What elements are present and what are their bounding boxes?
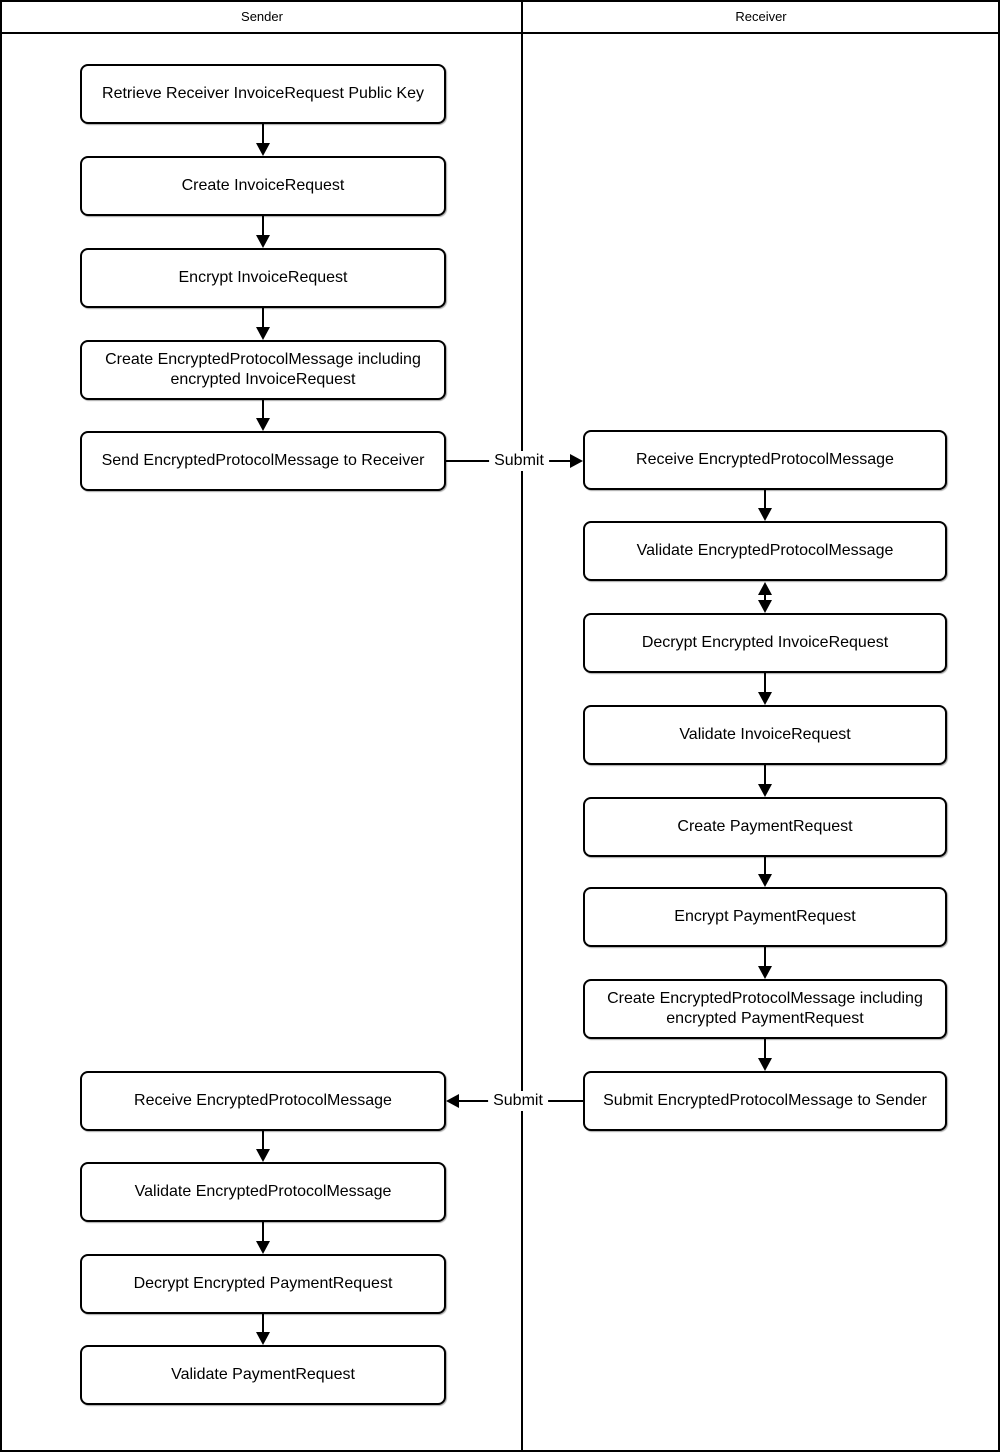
flow-line [262,1131,264,1151]
step-receive-encryptedprotocolmessage: Receive EncryptedProtocolMessage [583,430,947,490]
step-retrieve-receiver-invoicerequest-public-key: Retrieve Receiver InvoiceRequest Public … [80,64,446,124]
flow-line [262,1314,264,1334]
flow-line [262,400,264,420]
flow-line [764,857,766,876]
step-validate-paymentrequest: Validate PaymentRequest [80,1345,446,1405]
arrow-down-icon [758,784,772,797]
step-decrypt-encrypted-invoicerequest: Decrypt Encrypted InvoiceRequest [583,613,947,673]
flow-line [262,216,264,237]
flow-line [764,1039,766,1060]
arrow-up-icon [758,582,772,595]
arrow-down-icon [256,1149,270,1162]
step-label: Validate InvoiceRequest [679,726,851,743]
arrow-down-icon [758,600,772,613]
step-encrypt-paymentrequest: Encrypt PaymentRequest [583,887,947,947]
arrow-down-icon [758,874,772,887]
arrow-down-icon [758,966,772,979]
step-label: Create PaymentRequest [677,818,853,835]
step-label: Encrypt PaymentRequest [674,908,856,925]
arrow-down-icon [758,1058,772,1071]
step-validate-invoicerequest: Validate InvoiceRequest [583,705,947,765]
arrow-down-icon [256,327,270,340]
arrow-down-icon [256,1332,270,1345]
step-label: Validate EncryptedProtocolMessage [134,1183,392,1200]
arrow-down-icon [758,692,772,705]
step-decrypt-encrypted-paymentrequest: Decrypt Encrypted PaymentRequest [80,1254,446,1314]
flow-line [764,490,766,510]
step-label: Retrieve Receiver InvoiceRequest Public … [102,85,424,102]
flow-line [764,673,766,694]
header-divider-line [2,32,998,34]
lane-title-sender: Sender [241,9,283,24]
step-validate-encryptedprotocolmessage: Validate EncryptedProtocolMessage [583,521,947,581]
arrow-right-icon [570,454,583,468]
lane-title-receiver: Receiver [735,9,787,24]
step-submit-encryptedprotocolmessage-to-sender: Submit EncryptedProtocolMessage to Sende… [583,1071,947,1131]
arrow-down-icon [256,143,270,156]
flow-line [262,308,264,329]
step-create-encryptedprotocolmessage-paymentrequest: Create EncryptedProtocolMessage includin… [583,979,947,1039]
arrow-down-icon [256,418,270,431]
step-label: Create InvoiceRequest [181,177,345,194]
flow-line [262,124,264,145]
flow-line [262,1222,264,1243]
flow-line [764,947,766,968]
lane-divider [521,2,523,1450]
step-label: Validate PaymentRequest [171,1366,355,1383]
step-label: Create EncryptedProtocolMessage includin… [607,990,923,1027]
flow-line [764,765,766,786]
flow-label-submit: Submit [488,1091,548,1111]
arrow-down-icon [758,508,772,521]
step-create-paymentrequest: Create PaymentRequest [583,797,947,857]
step-create-encryptedprotocolmessage-invoicerequest: Create EncryptedProtocolMessage includin… [80,340,446,400]
step-label: Decrypt Encrypted InvoiceRequest [641,634,889,651]
step-receive-encryptedprotocolmessage-sender: Receive EncryptedProtocolMessage [80,1071,446,1131]
step-label: Send EncryptedProtocolMessage to Receive… [101,452,425,469]
step-send-encryptedprotocolmessage-to-receiver: Send EncryptedProtocolMessage to Receive… [80,431,446,491]
step-create-invoicerequest: Create InvoiceRequest [80,156,446,216]
step-label: Receive EncryptedProtocolMessage [134,1092,392,1109]
step-validate-encryptedprotocolmessage-sender: Validate EncryptedProtocolMessage [80,1162,446,1222]
step-label: Receive EncryptedProtocolMessage [636,451,894,468]
step-label: Decrypt Encrypted PaymentRequest [133,1275,393,1292]
arrow-left-icon [446,1094,459,1108]
step-label: Validate EncryptedProtocolMessage [636,542,894,559]
flow-line [764,592,766,603]
step-encrypt-invoicerequest: Encrypt InvoiceRequest [80,248,446,308]
arrow-down-icon [256,235,270,248]
arrow-down-icon [256,1241,270,1254]
flow-label-submit: Submit [489,451,549,471]
step-label: Submit EncryptedProtocolMessage to Sende… [603,1092,927,1109]
step-label: Create EncryptedProtocolMessage includin… [105,351,421,388]
step-label: Encrypt InvoiceRequest [178,269,348,286]
